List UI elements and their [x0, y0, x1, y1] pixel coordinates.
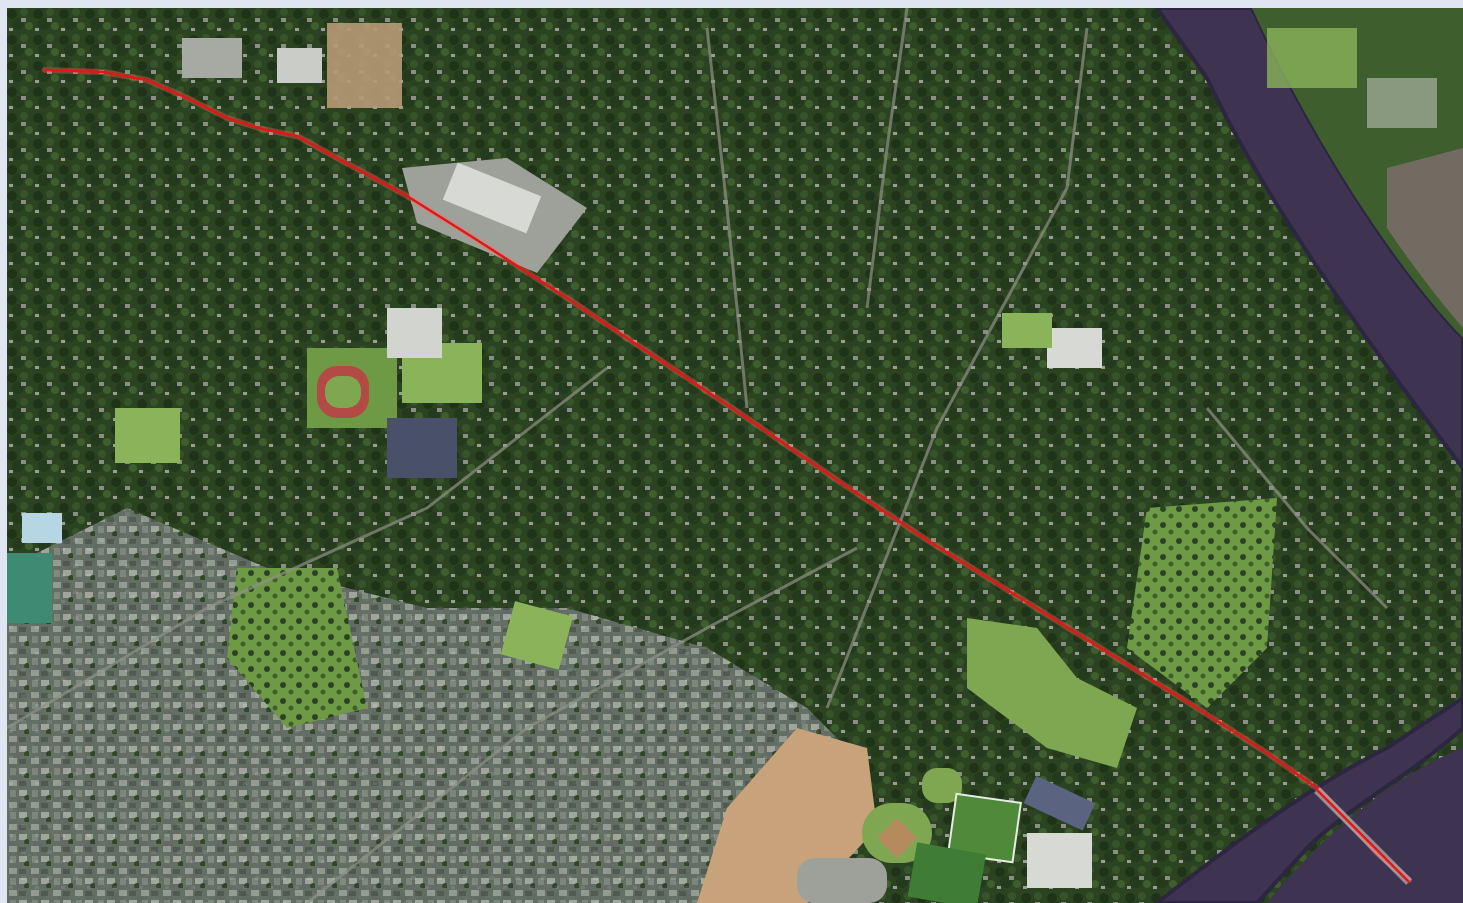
softball-field	[922, 768, 962, 803]
far-bank-campus	[1367, 78, 1437, 128]
river-lower	[1267, 748, 1463, 903]
satellite-map[interactable]	[7, 8, 1463, 903]
route-path[interactable]	[43, 68, 1411, 882]
stadium	[797, 858, 887, 903]
far-bank-development	[1387, 148, 1463, 328]
fieldhouse	[1023, 775, 1096, 831]
ballfield-west	[115, 408, 180, 463]
tennis-courts	[7, 553, 52, 623]
practice-field	[907, 842, 987, 903]
construction-site	[327, 23, 402, 108]
downtown-area	[7, 508, 867, 903]
cemetery-park-west	[227, 568, 367, 728]
estate-building	[1047, 328, 1102, 368]
golf-lawn	[967, 618, 1137, 768]
estate-lawn	[1002, 313, 1052, 348]
office-park	[182, 38, 242, 78]
school-main-building	[387, 418, 457, 478]
route-bridge-segment	[1316, 789, 1410, 883]
baseball-infield	[877, 818, 917, 858]
building-cluster	[277, 48, 322, 83]
arena-building	[1027, 833, 1092, 888]
far-bank-field	[1267, 28, 1357, 88]
park-lawn	[500, 601, 573, 670]
school-building	[387, 308, 442, 358]
shopping-center-building	[442, 162, 542, 234]
cemetery-park-east	[1127, 498, 1277, 708]
pool-area	[22, 513, 62, 543]
map-canvas[interactable]	[7, 8, 1463, 903]
roads	[7, 8, 1389, 903]
track-infield	[325, 376, 361, 408]
